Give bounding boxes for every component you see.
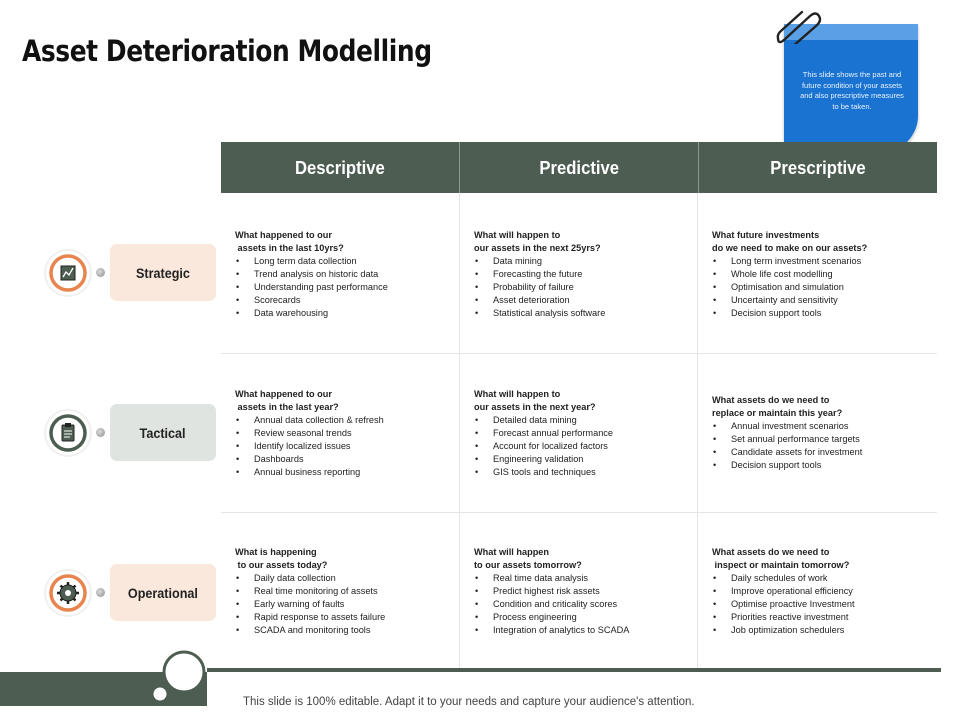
bullet-list: Detailed data mining Forecast annual per… — [474, 414, 704, 479]
cell-question: What future investments do we need to ma… — [712, 230, 868, 253]
cell-question: What assets do we need to inspect or mai… — [712, 547, 850, 570]
connector-dot — [96, 268, 105, 277]
list-item: Review seasonal trends — [235, 427, 465, 440]
connector-dot — [96, 588, 105, 597]
clipboard-icon — [46, 411, 90, 455]
page-title: Asset Deterioration Modelling — [22, 34, 432, 68]
list-item: Improve operational efficiency — [712, 585, 942, 598]
list-item: Decision support tools — [712, 307, 942, 320]
cell-question: What will happen to our assets in the ne… — [474, 230, 601, 253]
cell-strategic-predictive: What will happen to our assets in the ne… — [474, 229, 704, 320]
cell-question: What will happen to our assets tomorrow? — [474, 547, 582, 570]
list-item: SCADA and monitoring tools — [235, 624, 465, 637]
list-item: Data warehousing — [235, 307, 465, 320]
cell-question: What is happening to our assets today? — [235, 547, 328, 570]
list-item: Job optimization schedulers — [712, 624, 942, 637]
connector-dot — [96, 428, 105, 437]
list-item: Early warning of faults — [235, 598, 465, 611]
list-item: Condition and criticality scores — [474, 598, 704, 611]
list-item: Dashboards — [235, 453, 465, 466]
list-item: Integration of analytics to SCADA — [474, 624, 704, 637]
bullet-list: Daily data collection Real time monitori… — [235, 572, 465, 637]
list-item: Forecast annual performance — [474, 427, 704, 440]
list-item: Account for localized factors — [474, 440, 704, 453]
row-label-operational: Operational — [110, 564, 216, 621]
decorative-circles — [150, 650, 206, 704]
bullet-list: Annual investment scenarios Set annual p… — [712, 420, 942, 472]
row-label-tactical: Tactical — [110, 404, 216, 461]
bullet-list: Long term investment scenarios Whole lif… — [712, 255, 942, 320]
cell-question: What assets do we need to replace or mai… — [712, 395, 843, 418]
list-item: Statistical analysis software — [474, 307, 704, 320]
sticky-note-fold — [784, 24, 918, 40]
bullet-list: Daily schedules of work Improve operatio… — [712, 572, 942, 637]
cell-question: What happened to our assets in the last … — [235, 230, 344, 253]
list-item: Real time monitoring of assets — [235, 585, 465, 598]
list-item: Scorecards — [235, 294, 465, 307]
cell-tactical-descriptive: What happened to our assets in the last … — [235, 388, 465, 479]
table-body: What happened to our assets in the last … — [221, 193, 937, 670]
list-item: GIS tools and techniques — [474, 466, 704, 479]
cell-question: What happened to our assets in the last … — [235, 389, 339, 412]
list-item: Understanding past performance — [235, 281, 465, 294]
bullet-list: Real time data analysis Predict highest … — [474, 572, 704, 637]
footer-divider — [207, 668, 941, 672]
list-item: Trend analysis on historic data — [235, 268, 465, 281]
bullet-list: Annual data collection & refresh Review … — [235, 414, 465, 479]
list-item: Whole life cost modelling — [712, 268, 942, 281]
list-item: Detailed data mining — [474, 414, 704, 427]
table-header: Descriptive Predictive Prescriptive — [221, 142, 937, 193]
list-item: Data mining — [474, 255, 704, 268]
list-item: Annual business reporting — [235, 466, 465, 479]
list-item: Long term investment scenarios — [712, 255, 942, 268]
list-item: Optimisation and simulation — [712, 281, 942, 294]
list-item: Daily schedules of work — [712, 572, 942, 585]
list-item: Engineering validation — [474, 453, 704, 466]
cell-strategic-prescriptive: What future investments do we need to ma… — [712, 229, 942, 320]
list-item: Uncertainty and sensitivity — [712, 294, 942, 307]
row-divider — [221, 353, 937, 354]
list-item: Asset deterioration — [474, 294, 704, 307]
list-item: Priorities reactive investment — [712, 611, 942, 624]
column-header-predictive: Predictive — [460, 142, 699, 193]
cell-operational-predictive: What will happen to our assets tomorrow?… — [474, 546, 704, 637]
list-item: Daily data collection — [235, 572, 465, 585]
column-header-descriptive: Descriptive — [221, 142, 460, 193]
footer-caption: This slide is 100% editable. Adapt it to… — [243, 696, 695, 708]
cell-tactical-prescriptive: What assets do we need to replace or mai… — [712, 394, 942, 472]
column-header-prescriptive: Prescriptive — [770, 156, 866, 178]
cell-operational-prescriptive: What assets do we need to inspect or mai… — [712, 546, 942, 637]
list-item: Identify localized issues — [235, 440, 465, 453]
cell-operational-descriptive: What is happening to our assets today? D… — [235, 546, 465, 637]
list-item: Candidate assets for investment — [712, 446, 942, 459]
sticky-note-text: This slide shows the past and future con… — [800, 70, 904, 111]
list-item: Set annual performance targets — [712, 433, 942, 446]
strategy-board-icon — [46, 251, 90, 295]
list-item: Real time data analysis — [474, 572, 704, 585]
list-item: Annual investment scenarios — [712, 420, 942, 433]
list-item: Long term data collection — [235, 255, 465, 268]
cell-tactical-predictive: What will happen to our assets in the ne… — [474, 388, 704, 479]
list-item: Predict highest risk assets — [474, 585, 704, 598]
list-item: Optimise proactive Investment — [712, 598, 942, 611]
cell-strategic-descriptive: What happened to our assets in the last … — [235, 229, 465, 320]
bullet-list: Long term data collection Trend analysis… — [235, 255, 465, 320]
list-item: Annual data collection & refresh — [235, 414, 465, 427]
row-label-strategic: Strategic — [110, 244, 216, 301]
list-item: Probability of failure — [474, 281, 704, 294]
gear-icon — [46, 571, 90, 615]
sticky-note: This slide shows the past and future con… — [784, 24, 918, 156]
list-item: Forecasting the future — [474, 268, 704, 281]
list-item: Decision support tools — [712, 459, 942, 472]
cell-question: What will happen to our assets in the ne… — [474, 389, 596, 412]
paperclip-icon — [776, 10, 822, 44]
list-item: Process engineering — [474, 611, 704, 624]
bullet-list: Data mining Forecasting the future Proba… — [474, 255, 704, 320]
list-item: Rapid response to assets failure — [235, 611, 465, 624]
row-divider — [221, 512, 937, 513]
